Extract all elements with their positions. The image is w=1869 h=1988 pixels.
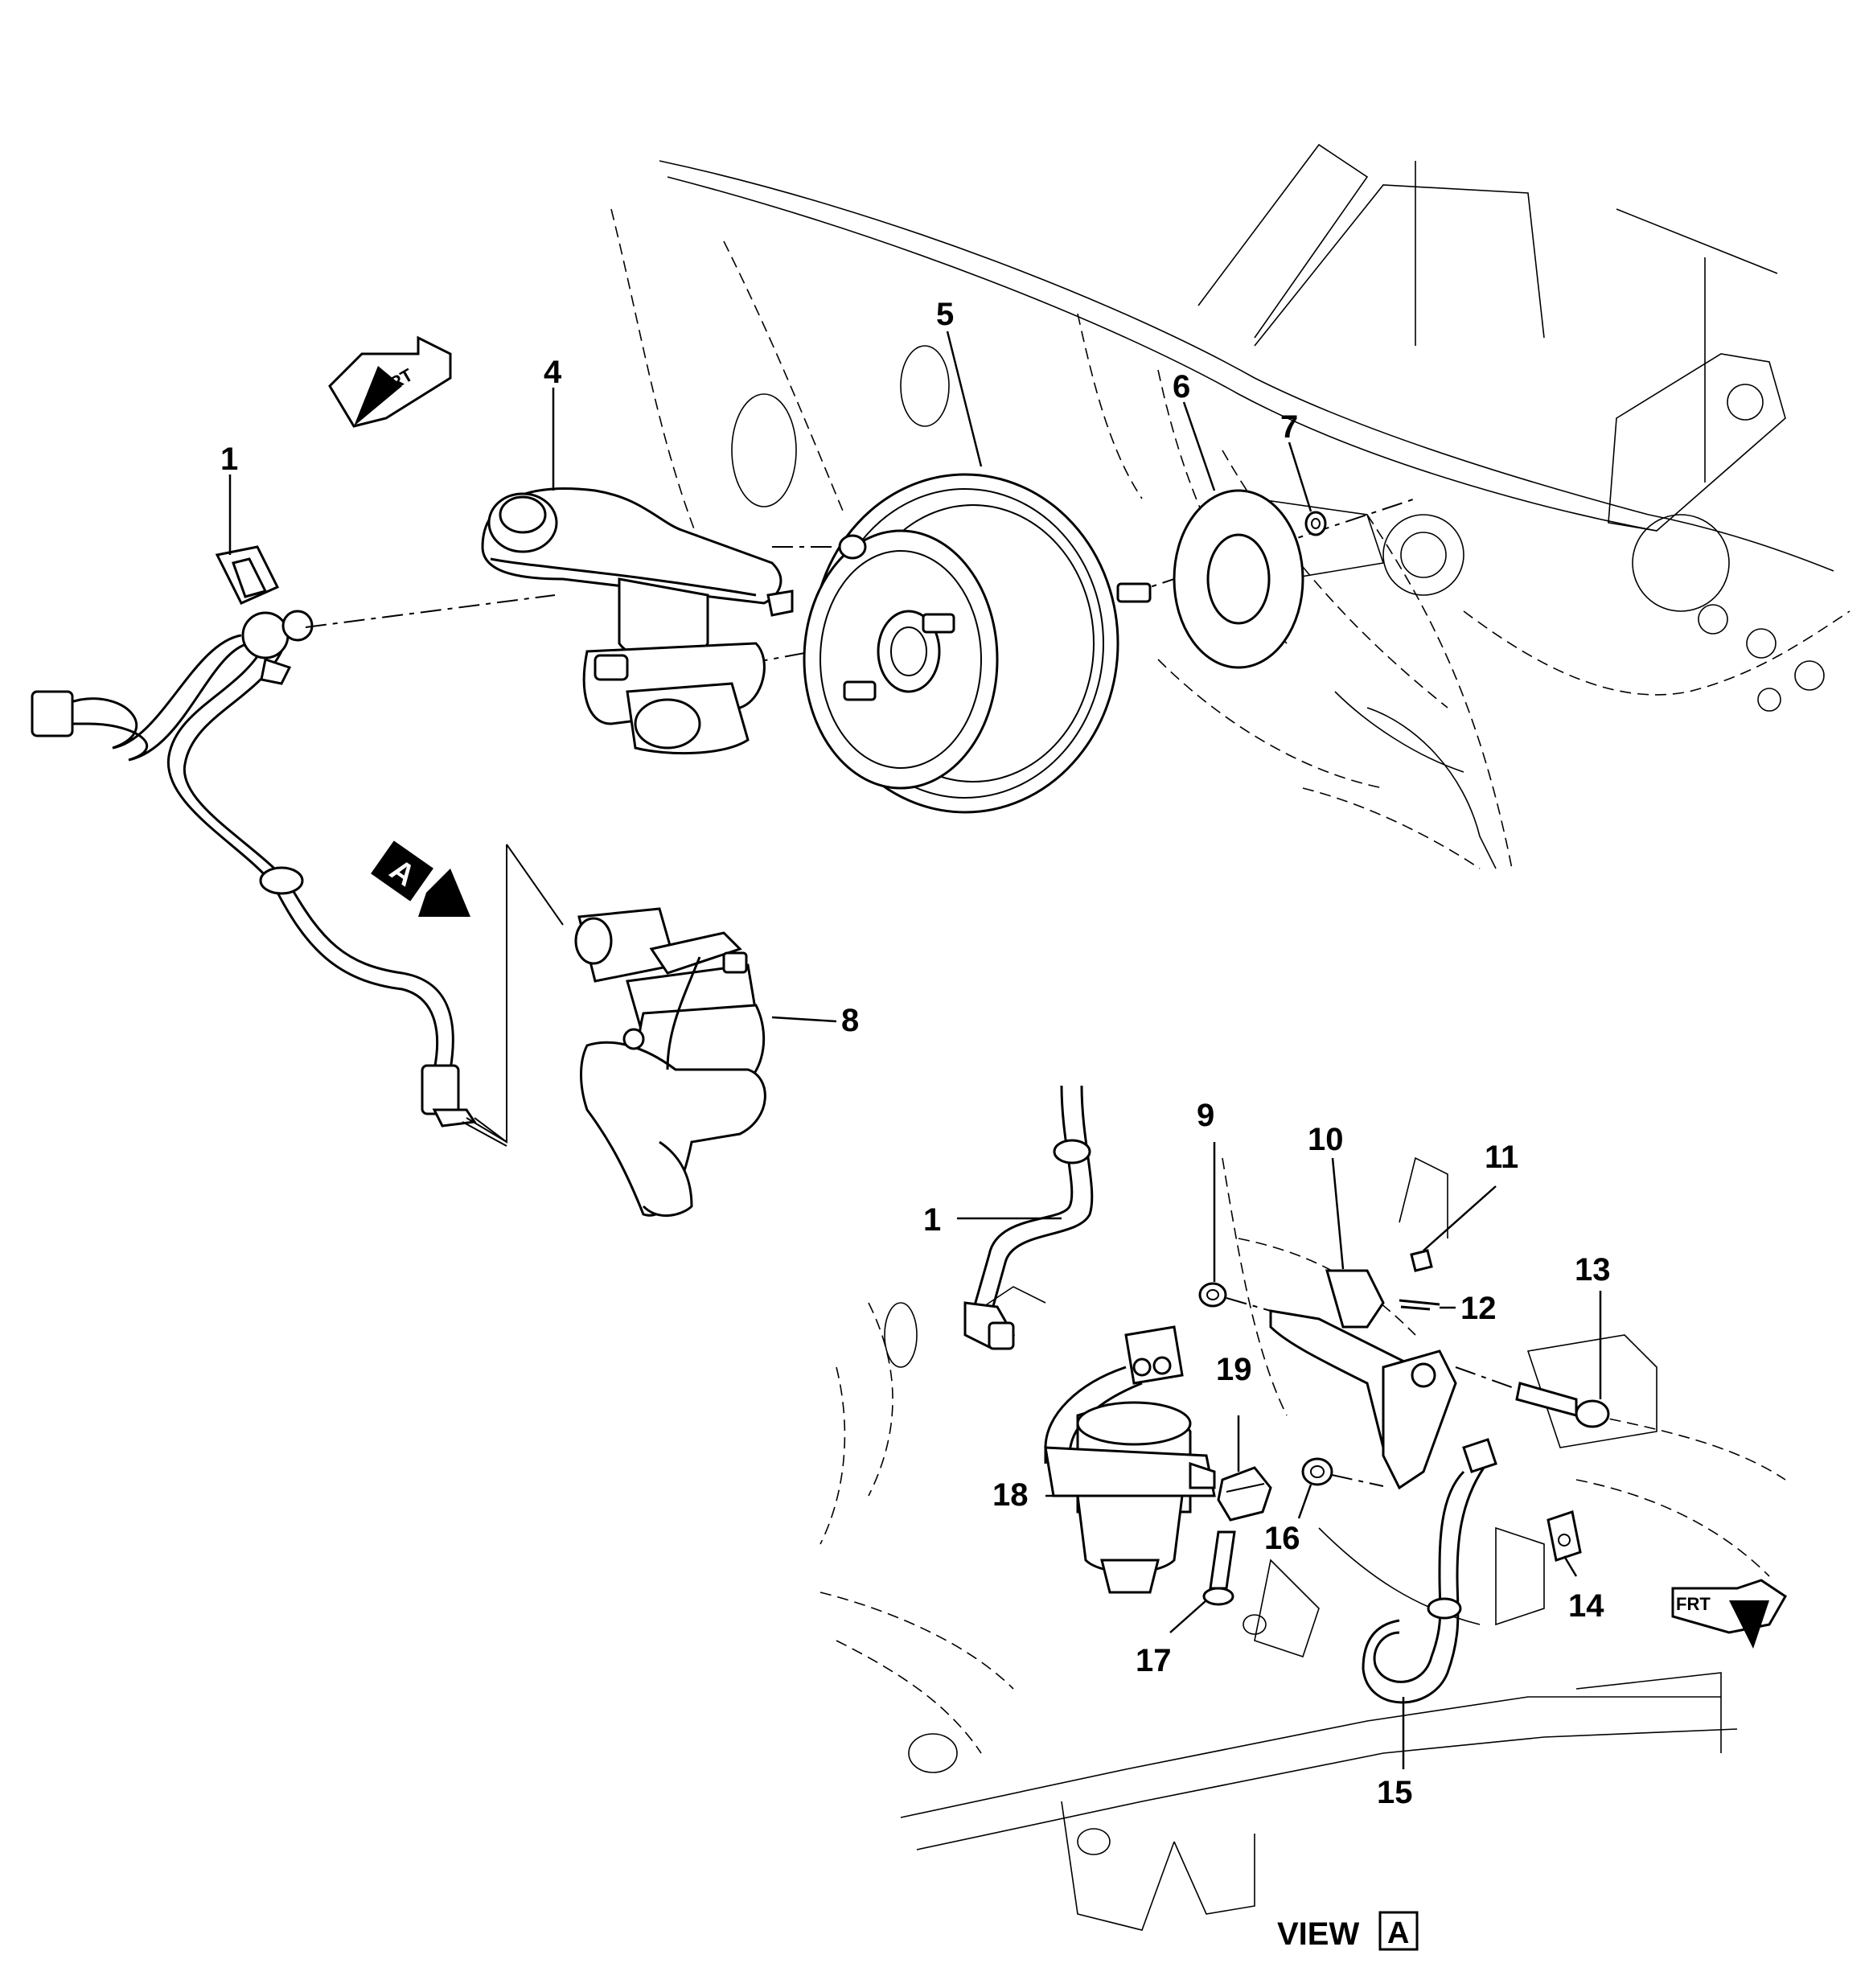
callout-14: 14 [1568, 1588, 1604, 1624]
vacuum-hose-part-1-view-a [963, 1085, 1094, 1350]
callout-5: 5 [936, 297, 954, 332]
vacuum-hose-part-1 [31, 545, 477, 1127]
leader-lines [228, 331, 1602, 1769]
grommet-part-9 [1198, 1282, 1227, 1308]
clip-part-11 [1410, 1249, 1433, 1272]
dash-panel-background [610, 143, 1851, 869]
master-cylinder-reservoir-part-4 [481, 487, 794, 755]
front-direction-arrow-bottom: FRT [1671, 1579, 1787, 1649]
callout-10: 10 [1308, 1122, 1344, 1157]
view-caption-box-letter: A [1387, 1916, 1409, 1950]
callout-11: 11 [1485, 1140, 1518, 1175]
callout-12: 12 [1460, 1291, 1497, 1326]
callout-labels: 1 4 5 6 7 8 1 9 10 11 12 13 14 15 16 17 … [220, 297, 1611, 1810]
callout-6: 6 [1173, 369, 1190, 405]
callout-19: 19 [1216, 1352, 1252, 1387]
callout-7: 7 [1280, 409, 1298, 445]
vacuum-hose-part-15 [1362, 1438, 1497, 1704]
view-a-leader-line [466, 844, 507, 1144]
booster-gasket-part-6 [1173, 489, 1304, 669]
bolt-part-16 [1301, 1457, 1333, 1486]
callout-18: 18 [992, 1477, 1029, 1513]
clip-nut-part-14 [1547, 1510, 1582, 1562]
view-a-arrow: A [371, 840, 470, 917]
callout-1-top: 1 [220, 442, 238, 477]
callout-16: 16 [1264, 1521, 1300, 1556]
callout-8: 8 [841, 1003, 859, 1038]
brake-booster-part-5 [803, 473, 1152, 814]
view-a-leader-upper [506, 844, 564, 926]
vacuum-pump-part-8 [574, 907, 766, 1218]
view-caption-text: VIEW [1277, 1916, 1359, 1952]
view-a-background-structure [819, 1156, 1786, 1931]
vacuum-pump-part-18 [1044, 1325, 1216, 1594]
nut-part-7 [1304, 511, 1327, 536]
bolt-part-13 [1515, 1382, 1610, 1428]
centerline-hose-to-reservoir [305, 594, 556, 628]
callout-9: 9 [1197, 1098, 1214, 1133]
front-direction-arrow-top: FRT [328, 335, 452, 428]
retainer-part-12 [1399, 1299, 1440, 1311]
frt-label-bottom: FRT [1676, 1594, 1711, 1614]
callout-15: 15 [1377, 1775, 1413, 1810]
bolt-part-17 [1202, 1530, 1236, 1606]
bracket-part-10 [1269, 1269, 1457, 1490]
view-a-caption: VIEW A [1277, 1911, 1419, 1952]
callout-1-view-a: 1 [923, 1202, 941, 1238]
isolator-part-19 [1217, 1466, 1272, 1522]
callout-17: 17 [1136, 1643, 1172, 1678]
callout-13: 13 [1575, 1252, 1611, 1288]
callout-4: 4 [544, 355, 562, 390]
